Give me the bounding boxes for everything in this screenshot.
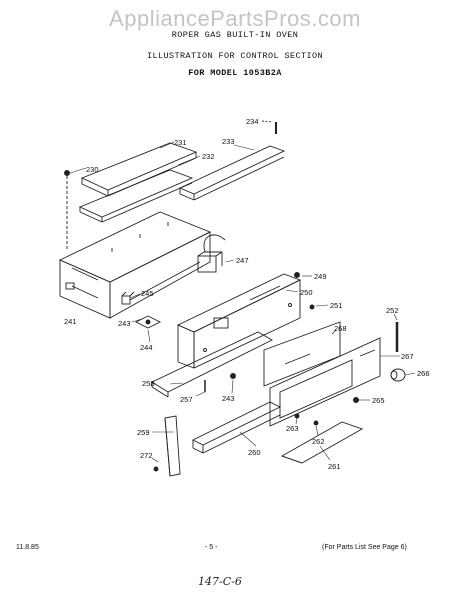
label-252: 252 — [386, 306, 399, 315]
part-265-screw — [353, 397, 359, 403]
part-266-knob — [390, 368, 406, 382]
label-261: 261 — [328, 462, 341, 471]
leader-lines — [69, 141, 416, 463]
label-247: 247 — [236, 256, 249, 265]
part-260-rail — [191, 401, 282, 454]
part-241-housing — [58, 211, 212, 319]
label-258: 258 — [142, 379, 155, 388]
part-247-valve — [197, 234, 226, 273]
part-263-screw — [294, 413, 300, 419]
watermark: AppliancePartsPros.com — [109, 6, 361, 31]
title-model: FOR MODEL 1053B2A — [188, 68, 282, 78]
part-272-screw — [153, 466, 159, 472]
part-267-front-frame — [269, 337, 381, 427]
label-243-lower: 243 — [222, 394, 235, 403]
label-244: 244 — [140, 343, 153, 352]
label-230: 230 — [86, 165, 99, 174]
label-251: 251 — [330, 301, 343, 310]
part-245-switch — [121, 291, 135, 305]
footer-page-number: - 5 - — [205, 544, 218, 551]
label-263: 263 — [286, 424, 299, 433]
label-234: 234 — [246, 117, 259, 126]
part-232-bracket — [78, 169, 194, 223]
label-243-upper: 243 — [118, 319, 131, 328]
label-231: 231 — [174, 138, 187, 147]
label-250: 250 — [300, 288, 313, 297]
part-251-screw — [309, 304, 315, 310]
title-oven: ROPER GAS BUILT-IN OVEN — [171, 30, 299, 40]
label-260: 260 — [248, 448, 261, 457]
label-267: 267 — [401, 352, 414, 361]
part-250-control-panel — [176, 273, 302, 369]
footer-parts-list-note: (For Parts List See Page 6) — [322, 544, 407, 551]
label-268: 268 — [334, 324, 347, 333]
label-241: 241 — [64, 317, 77, 326]
label-245: 245 — [141, 289, 154, 298]
part-268-inner-panel — [263, 321, 341, 387]
title-illustration: ILLUSTRATION FOR CONTROL SECTION — [146, 51, 324, 61]
part-243-screw — [230, 373, 236, 379]
handwritten-note: 147-C-6 — [198, 575, 242, 588]
label-265: 265 — [372, 396, 385, 405]
part-labels: 230 231 232 233 234 241 243 243 244 245 … — [64, 117, 430, 471]
label-257: 257 — [180, 395, 193, 404]
part-234-screw — [261, 120, 277, 134]
part-233-channel — [178, 145, 286, 201]
part-231-top-cover — [80, 142, 198, 197]
label-262: 262 — [312, 437, 325, 446]
part-249-screw — [294, 272, 300, 278]
part-259-side-bracket — [164, 415, 181, 477]
label-249: 249 — [314, 272, 327, 281]
part-230-screw — [64, 170, 70, 250]
part-262-screw — [313, 420, 319, 426]
part-258-plate — [151, 331, 273, 398]
label-233: 233 — [222, 137, 235, 146]
footer-date: 11.8.85 — [16, 544, 39, 551]
label-266: 266 — [417, 369, 430, 378]
part-244-bracket — [134, 315, 162, 329]
part-261-trim — [280, 421, 364, 464]
label-272: 272 — [140, 451, 153, 460]
label-232: 232 — [202, 152, 215, 161]
label-259: 259 — [137, 428, 150, 437]
